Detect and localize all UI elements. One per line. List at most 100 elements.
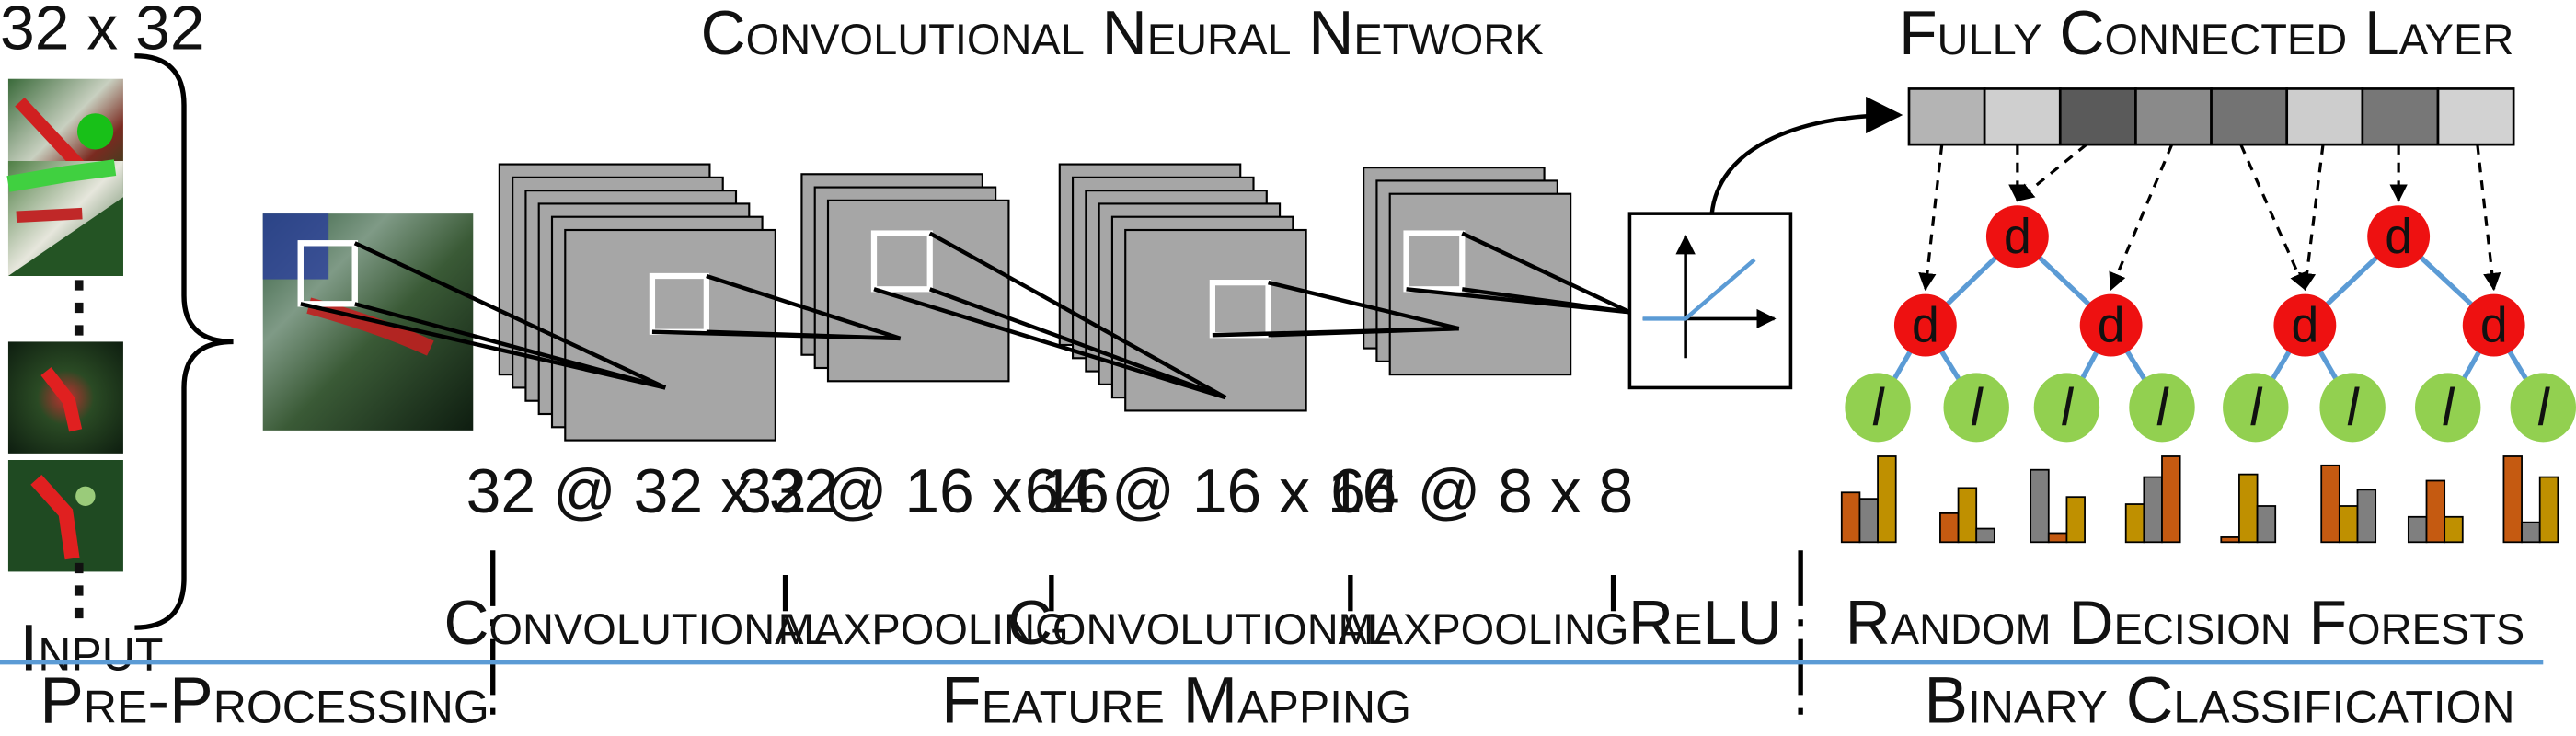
histogram-bar xyxy=(2143,476,2163,544)
decision-node: d xyxy=(1893,293,1957,357)
kernel-projections xyxy=(297,230,1631,400)
relu-to-fc-arrow xyxy=(1709,96,1903,214)
histogram-bar xyxy=(1939,512,1960,544)
leaf-node-label: l xyxy=(2061,379,2074,438)
op-label-maxpooling-1: maxpooling xyxy=(778,589,1069,658)
stack-conv1 xyxy=(498,163,776,442)
stage-label-binary-classification: Binary Classification xyxy=(1924,664,2514,736)
input-brace xyxy=(134,53,234,630)
op-label-relu: ReLU xyxy=(1628,589,1782,658)
feature-map xyxy=(1388,192,1572,376)
decision-node: d xyxy=(2273,293,2337,357)
feature-map-stacks xyxy=(498,163,1572,442)
histogram-bar xyxy=(1975,527,1995,544)
histogram-bar xyxy=(2538,476,2559,544)
kernel-conv2-to-pool2 xyxy=(1209,280,1460,339)
leaf-node: l xyxy=(2129,373,2195,443)
op-label-maxpooling-2: maxpooling xyxy=(1338,589,1628,658)
relu-activation-box xyxy=(1627,212,1793,390)
decision-node-label: d xyxy=(2385,210,2412,264)
kernel-conv1-to-pool1 xyxy=(649,272,902,341)
fc-cell xyxy=(2436,87,2515,146)
leaf-node-label: l xyxy=(1872,379,1885,438)
input-size-label: 32 x 32 xyxy=(0,0,205,63)
leaf-node: l xyxy=(2033,373,2100,443)
histogram-bar xyxy=(1840,491,1861,544)
histogram-bar xyxy=(2425,479,2446,544)
leaf-histogram xyxy=(2124,455,2181,544)
stack-conv2 xyxy=(1058,163,1307,412)
stack-label-2: 32 @ 16 x 16 xyxy=(737,457,1110,526)
leaf-histogram xyxy=(2502,455,2559,544)
fc-to-node-arrow xyxy=(2297,144,2325,292)
fc-to-node-arrow xyxy=(2016,143,2087,202)
fc-cell xyxy=(2058,87,2137,146)
leaf-node: l xyxy=(1845,373,1911,443)
leaf-node-label: l xyxy=(2347,379,2360,438)
fc-to-node-arrow xyxy=(1918,144,1944,292)
fc-cell xyxy=(1907,87,1986,146)
histogram-bar xyxy=(2502,455,2523,544)
leaf-histograms xyxy=(1840,455,2559,544)
histogram-bar xyxy=(2161,455,2181,544)
decision-node-label: d xyxy=(2480,298,2508,352)
fc-layer-cells xyxy=(1907,87,2515,146)
op-label-convolutional-1: Convolutional xyxy=(443,589,827,658)
input-patch-2 xyxy=(6,159,123,276)
fc-cell xyxy=(2285,87,2364,146)
histogram-bar xyxy=(2047,532,2068,544)
histogram-bar xyxy=(2030,468,2050,544)
stack-pool1 xyxy=(800,173,1010,383)
stage-label-preprocessing: Pre-Processing xyxy=(40,664,489,736)
leaf-histogram xyxy=(2407,479,2464,544)
histogram-bar xyxy=(2220,536,2240,544)
decision-node-label: d xyxy=(2098,298,2125,352)
fc-cell xyxy=(2134,87,2213,146)
stack-label-4: 64 @ 8 x 8 xyxy=(1330,457,1633,526)
stage-separators xyxy=(490,550,1803,723)
fc-title: Fully Connected Layer xyxy=(1899,0,2513,68)
leaf-node-label: l xyxy=(2537,379,2550,438)
leaf-node-label: l xyxy=(1971,379,1984,438)
leaf-histogram xyxy=(2030,468,2086,544)
stack-label-1: 32 @ 32 x 32 xyxy=(466,457,839,526)
histogram-bar xyxy=(1877,455,1897,544)
histogram-bar xyxy=(2444,515,2464,544)
leaf-node: l xyxy=(2415,373,2481,443)
fc-to-node-arrows xyxy=(1918,143,2501,292)
leaf-node-label: l xyxy=(2249,379,2262,438)
kernel-pool2-to-relu xyxy=(1403,230,1631,315)
histogram-bar xyxy=(2256,505,2277,544)
input-label: Input xyxy=(19,612,163,685)
feature-map xyxy=(1124,228,1307,412)
fc-cell xyxy=(2361,87,2440,146)
fc-cell xyxy=(1983,87,2062,146)
leaf-node: l xyxy=(1943,373,2009,443)
leaf-node: l xyxy=(2223,373,2289,443)
op-label-random-decision-forests: Random Decision Forests xyxy=(1846,589,2525,658)
input-ellipsis-bottom: ⋮ xyxy=(46,552,111,626)
histogram-bar xyxy=(2124,503,2145,544)
decision-node-label: d xyxy=(1912,298,1939,352)
stack-label-3: 64 @ 16 x 16 xyxy=(1025,457,1397,526)
input-ellipsis-top: ⋮ xyxy=(46,270,111,343)
fc-to-node-arrow xyxy=(2109,144,2174,292)
op-label-convolutional-2: Convolutional xyxy=(1007,589,1391,658)
kernel-pool1-to-conv2 xyxy=(870,230,1227,400)
histogram-bar xyxy=(2320,464,2340,544)
leaf-histogram xyxy=(2320,464,2377,544)
cnn-title: Convolutional Neural Network xyxy=(701,0,1544,68)
histogram-bar xyxy=(2238,473,2259,544)
histogram-bar xyxy=(2521,521,2541,544)
decision-node: d xyxy=(1985,205,2049,269)
stage-label-feature-mapping: Feature Mapping xyxy=(941,664,1411,736)
decision-node: d xyxy=(2367,205,2431,269)
fc-to-node-arrow xyxy=(2239,144,2307,292)
histogram-bar xyxy=(2407,515,2428,544)
histogram-bar xyxy=(1858,498,1879,544)
leaf-node-label: l xyxy=(2442,379,2455,438)
fc-to-node-arrow xyxy=(2476,144,2501,292)
leaf-node: l xyxy=(2510,373,2576,443)
